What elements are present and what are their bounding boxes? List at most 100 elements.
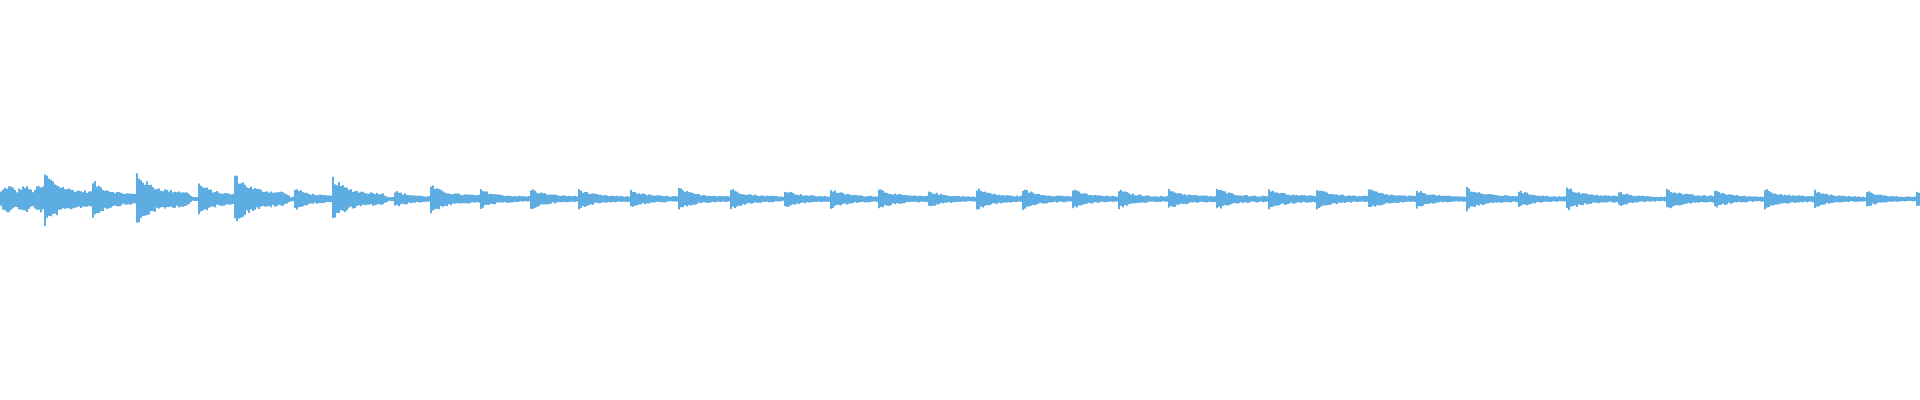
waveform-bar xyxy=(956,196,958,202)
waveform-bar xyxy=(1798,195,1800,203)
waveform-bar xyxy=(796,194,798,204)
waveform-bar xyxy=(352,191,354,209)
waveform-bar xyxy=(768,195,770,203)
waveform-bar xyxy=(100,187,102,212)
waveform-bar xyxy=(1640,195,1642,202)
waveform-bar xyxy=(636,193,638,206)
waveform-bar xyxy=(742,194,744,205)
waveform-bar xyxy=(340,186,342,211)
waveform-bar xyxy=(236,175,238,222)
waveform-bar xyxy=(1684,193,1686,204)
waveform-bar xyxy=(112,191,114,207)
waveform-bar xyxy=(1272,190,1274,207)
waveform-bar xyxy=(1764,190,1766,210)
waveform-bar xyxy=(706,195,708,203)
waveform-bar xyxy=(1808,196,1810,202)
waveform-bar xyxy=(228,193,230,205)
waveform-bar xyxy=(384,195,386,203)
waveform-bar xyxy=(1596,194,1598,203)
waveform-bar xyxy=(1182,194,1184,205)
waveform-bar xyxy=(1546,195,1548,202)
waveform-bar xyxy=(420,195,422,203)
waveform-bar xyxy=(1296,194,1298,203)
waveform-bar xyxy=(446,193,448,207)
waveform-bar xyxy=(1106,195,1108,202)
waveform-bar xyxy=(1580,193,1582,206)
waveform-bar xyxy=(60,188,62,210)
waveform-bar xyxy=(1904,197,1906,202)
waveform-bar xyxy=(908,195,910,203)
waveform-bar xyxy=(1460,196,1462,202)
waveform-bar xyxy=(928,191,930,206)
waveform-bar xyxy=(890,193,892,206)
waveform-bar xyxy=(1392,194,1394,203)
waveform-bar xyxy=(864,196,866,203)
waveform-bar xyxy=(700,195,702,204)
waveform-bar xyxy=(1300,195,1302,203)
waveform-bar xyxy=(828,196,830,202)
waveform-bar xyxy=(202,187,204,211)
waveform-bar xyxy=(1520,190,1522,206)
waveform-bar xyxy=(654,195,656,203)
waveform-bar xyxy=(116,192,118,207)
waveform-bar xyxy=(818,196,820,202)
waveform-bar xyxy=(1102,196,1104,202)
waveform-bar xyxy=(582,192,584,206)
waveform-bar xyxy=(1648,196,1650,202)
waveform-bar xyxy=(1046,195,1048,204)
waveform-bar xyxy=(524,196,526,202)
waveform-bar xyxy=(1438,195,1440,203)
waveform-bar xyxy=(104,190,106,208)
waveform-bar xyxy=(748,194,750,203)
waveform-bar xyxy=(424,196,426,202)
waveform-bar xyxy=(484,191,486,205)
waveform-bar xyxy=(150,184,152,212)
waveform-bar xyxy=(1826,193,1828,203)
waveform-bar xyxy=(592,193,594,205)
waveform-bar xyxy=(1000,195,1002,204)
waveform-bar xyxy=(334,184,336,218)
waveform-bar xyxy=(1132,193,1134,204)
waveform-bar xyxy=(1476,192,1478,205)
waveform-bar xyxy=(364,193,366,205)
waveform-bar xyxy=(1414,196,1416,203)
waveform-bar xyxy=(1170,191,1172,206)
waveform-bar xyxy=(404,193,406,205)
waveform-bar xyxy=(1888,196,1890,202)
waveform-bar xyxy=(1006,195,1008,203)
waveform-bar xyxy=(906,195,908,202)
waveform-bar xyxy=(1322,191,1324,206)
waveform-bar xyxy=(222,193,224,206)
waveform-bar xyxy=(812,195,814,202)
waveform-bar xyxy=(1810,196,1812,202)
waveform-bar xyxy=(622,196,624,202)
waveform-bar xyxy=(1658,197,1660,202)
waveform-bar xyxy=(1896,196,1898,202)
waveform-bar xyxy=(756,195,758,203)
waveform-bar xyxy=(250,186,252,210)
waveform-bar xyxy=(1774,193,1776,205)
waveform-bar xyxy=(1418,192,1420,207)
waveform-bar xyxy=(588,193,590,206)
waveform-bar xyxy=(124,193,126,205)
waveform-bar xyxy=(1248,196,1250,203)
waveform-bar xyxy=(980,190,982,207)
waveform-bar xyxy=(1620,191,1622,206)
waveform-bar xyxy=(74,192,76,208)
waveform-bar xyxy=(802,195,804,203)
waveform-bar xyxy=(1484,194,1486,205)
waveform-bar xyxy=(1406,196,1408,202)
waveform-bar xyxy=(904,195,906,203)
waveform-bar xyxy=(604,195,606,203)
waveform-bar xyxy=(1012,196,1014,202)
waveform-bar xyxy=(880,189,882,208)
waveform-bar xyxy=(1482,193,1484,206)
waveform-bar xyxy=(374,194,376,206)
waveform-bar xyxy=(268,192,270,206)
waveform-bar xyxy=(24,188,26,211)
waveform-bar xyxy=(1268,189,1270,210)
waveform-bar xyxy=(1542,195,1544,203)
waveform-bar xyxy=(1638,195,1640,202)
waveform-bar xyxy=(444,192,446,206)
waveform-bar xyxy=(916,195,918,203)
